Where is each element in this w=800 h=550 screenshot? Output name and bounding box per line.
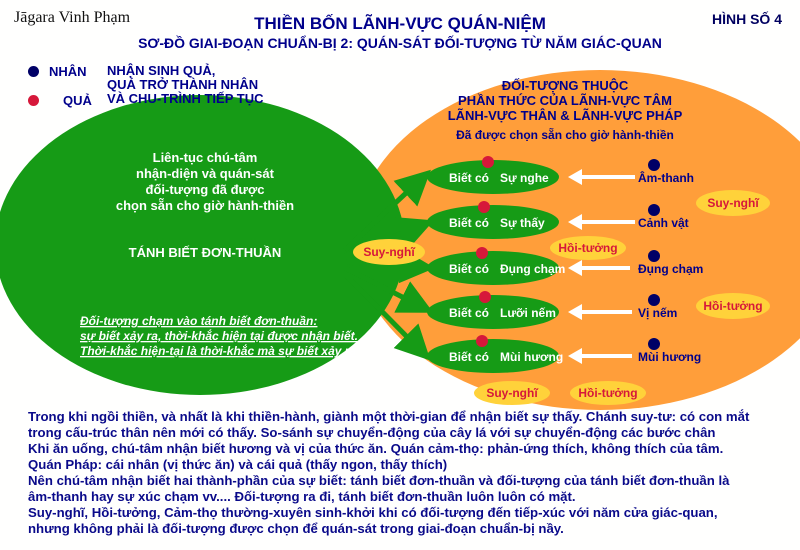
arrow-to-smell (343, 272, 431, 361)
effect-dot-icon (28, 95, 39, 106)
body-line: Trong khi ngồi thiền, và nhất là khi thi… (28, 409, 750, 424)
tag-suy-nghi-left-bg (353, 239, 425, 265)
legend-cause-label: NHÂN (49, 64, 87, 79)
effect-dot-icon (479, 291, 491, 303)
focus-line-4: chọn sẵn cho giờ hành-thiền (116, 198, 294, 213)
legend-description: NHẬN SINH QUẢ, QUẢ TRỞ THÀNH NHÂN VÀ CHU… (107, 64, 263, 106)
legend-desc-line-2: QUẢ TRỞ THÀNH NHÂN (107, 77, 259, 92)
sense-ellipse (427, 251, 559, 285)
object-label: Đụng chạm (638, 262, 703, 276)
focus-line-1: Liên-tục chú-tâm (153, 150, 258, 165)
page-subtitle: SƠ-ĐỒ GIAI-ĐOẠN CHUẨN-BỊ 2: QUÁN-SÁT ĐỐI… (138, 35, 662, 51)
tag-hoi-tuong-mid: Hồi-tưởng (558, 241, 617, 255)
green-ellipse (0, 95, 405, 395)
arrow-head-icon (568, 260, 582, 276)
tag-suy-nghi-bottom: Suy-nghĩ (486, 386, 538, 400)
body-line: âm-thanh hay sự xúc chạm vv.... Đối-tượn… (28, 489, 576, 504)
object-label: Cảnh vật (638, 216, 689, 230)
legend-cause: NHÂN (28, 64, 87, 79)
legend-effect-label: QUẢ (63, 93, 92, 108)
figure-number: HÌNH SỐ 4 (711, 11, 782, 27)
tag-suy-nghi-left: Suy-nghĩ (363, 245, 415, 259)
cause-dot-icon (648, 159, 660, 171)
orange-heading-line-3: LÃNH-VỰC THÂN & LÃNH-VỰC PHÁP (448, 108, 683, 123)
tag-suy-nghi-right-bg (696, 190, 770, 216)
arrow-to-taste (343, 265, 434, 313)
effect-dot-icon (482, 156, 494, 168)
knowing-label: Biết có (449, 350, 489, 364)
focus-line-2: nhận-diện và quán-sát (136, 166, 275, 181)
orange-note: Đã được chọn sẵn cho giờ hành-thiền (456, 127, 674, 142)
body-line: trong cấu-trúc thân nên mới có thấy. So-… (28, 425, 716, 440)
object-label: Âm-thanh (638, 170, 694, 185)
cause-dot-icon (648, 338, 660, 350)
contact-line-1: Đối-tượng chạm vào tánh biết đơn-thuần: (80, 314, 317, 328)
sense-label: Mùi hương (500, 350, 563, 364)
sense-ellipse (427, 295, 559, 329)
object-label: Vị nếm (638, 306, 677, 320)
sense-label: Sự nghe (500, 171, 549, 185)
tag-suy-nghi-right: Suy-nghĩ (707, 196, 759, 210)
tag-hoi-tuong-right: Hồi-tưởng (703, 299, 762, 313)
arrow-head-icon (568, 169, 582, 185)
cause-dot-icon (648, 204, 660, 216)
arrow-head-icon (568, 304, 582, 320)
knowing-label: Biết có (449, 171, 489, 185)
effect-dot-icon (476, 335, 488, 347)
sense-ellipse (427, 339, 559, 373)
knowing-label: Biết có (449, 306, 489, 320)
effect-dot-icon (476, 247, 488, 259)
author-name: Jāgara Vinh Phạm (14, 9, 131, 26)
body-line: Khi ăn uống, chú-tâm nhận biết hương và … (28, 441, 724, 456)
contact-line-2: sự biết xảy ra, thời-khắc hiện tại được … (80, 328, 358, 343)
cause-dot-icon (28, 66, 39, 77)
orange-heading-line-2: PHẦN THỨC CỦA LÃNH-VỰC TÂM (458, 93, 672, 108)
sense-label: Đụng chạm (500, 262, 565, 276)
arrow-to-hearing (343, 169, 431, 252)
tag-suy-nghi-bottom-bg (474, 381, 550, 405)
sense-label: Sự thấy (500, 216, 545, 230)
sense-ellipse (427, 205, 559, 239)
orange-heading-line-1: ĐỐI-TƯỢNG THUỘC (502, 78, 629, 93)
knowing-label: Biết có (449, 262, 489, 276)
effect-dot-icon (478, 201, 490, 213)
sense-ellipse (427, 160, 559, 194)
legend-effect: QUẢ (28, 93, 92, 108)
page-title: THIỀN BỐN LÃNH-VỰC QUÁN-NIỆM (254, 14, 546, 33)
contact-line-3: Thời-khắc hiện-tại là thời-khắc mà sự bi… (80, 343, 356, 358)
body-line: nhưng không phải là đối-tượng được chọn … (28, 521, 564, 536)
body-line: Suy-nghĩ, Hồi-tưởng, Cảm-thọ thường-xuyê… (28, 505, 718, 520)
knowing-label: Biết có (449, 216, 489, 230)
tag-hoi-tuong-bottom-bg (570, 381, 646, 405)
arrow-head-icon (568, 348, 582, 364)
explanation-text: Trong khi ngồi thiền, và nhất là khi thi… (28, 409, 778, 537)
object-label: Mùi hương (638, 350, 701, 364)
cause-dot-icon (648, 294, 660, 306)
legend-desc-line-1: NHẬN SINH QUẢ, (107, 63, 216, 78)
sense-label: Lưỡi nếm (500, 306, 556, 320)
pure-awareness: TÁNH BIẾT ĐƠN-THUẦN (129, 245, 282, 260)
body-line: Quán Pháp: cái nhân (vị thức ăn) và cái … (28, 457, 448, 472)
body-line: Nên chú-tâm nhận biết hai thành-phần của… (28, 473, 730, 488)
legend-desc-line-3: VÀ CHU-TRÌNH TIẾP TỤC (107, 91, 264, 106)
tag-hoi-tuong-bottom: Hồi-tưởng (578, 386, 637, 400)
focus-line-3: đối-tượng đã được (146, 182, 265, 197)
tag-hoi-tuong-right-bg (696, 293, 770, 319)
tag-hoi-tuong-mid-bg (550, 236, 626, 260)
cause-dot-icon (648, 250, 660, 262)
arrow-head-icon (568, 214, 582, 230)
